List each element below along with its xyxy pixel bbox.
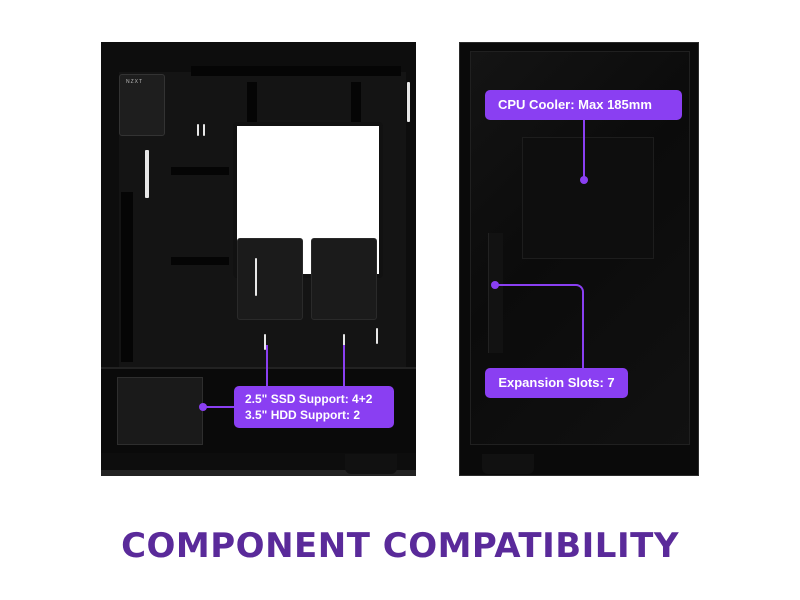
controller-brand-label: NZXT (126, 79, 144, 85)
expansion-slot-column (488, 233, 503, 353)
expansion-slots-leader-line (497, 284, 575, 286)
top-cable-channel (191, 66, 401, 76)
tray-latch (255, 258, 257, 296)
expansion-slots-marker-dot (491, 281, 499, 289)
fan-controller-hub: NZXT (119, 74, 165, 136)
case-rear-view: NZXT (101, 42, 416, 476)
hdd-cage (117, 377, 203, 445)
ssd-support-text: 2.5" SSD Support: 4+2 (245, 392, 373, 406)
cable-strap (247, 82, 257, 122)
cable-routing-slot (376, 328, 378, 344)
section-heading: COMPONENT COMPATIBILITY (121, 526, 679, 566)
case-foot (482, 454, 534, 474)
ssd-mount-tray (311, 238, 377, 320)
cpu-cooler-leader-line (583, 120, 585, 180)
cable-routing-slot (407, 82, 410, 122)
cable-routing-slot (264, 334, 266, 350)
cable-routing-slot (343, 334, 345, 350)
expansion-slots-callout: Expansion Slots: 7 (485, 368, 628, 398)
case-bottom-edge (101, 470, 416, 476)
cable-routing-slot (145, 150, 149, 198)
ssd-bay-leader-line (266, 345, 268, 386)
drive-support-marker-dot (199, 403, 207, 411)
cable-strap (171, 257, 229, 265)
cable-channel (121, 192, 133, 362)
cable-routing-slot (197, 124, 199, 136)
cable-strap (171, 167, 229, 175)
case-foot (345, 454, 397, 474)
cable-strap (351, 82, 361, 122)
expansion-slots-leader-line (582, 292, 584, 368)
drive-support-leader-line (204, 406, 234, 408)
hdd-support-text: 3.5" HDD Support: 2 (245, 408, 361, 422)
ssd-mount-tray (237, 238, 303, 320)
drive-support-callout: 2.5" SSD Support: 4+2 3.5" HDD Support: … (234, 386, 394, 428)
expansion-slots-leader-corner (572, 284, 584, 296)
cable-routing-slot (203, 124, 205, 136)
cpu-cooler-callout: CPU Cooler: Max 185mm (485, 90, 682, 120)
ssd-bay-leader-line (343, 345, 345, 386)
cpu-cooler-marker-dot (580, 176, 588, 184)
motherboard-tray-reflection (522, 137, 654, 259)
